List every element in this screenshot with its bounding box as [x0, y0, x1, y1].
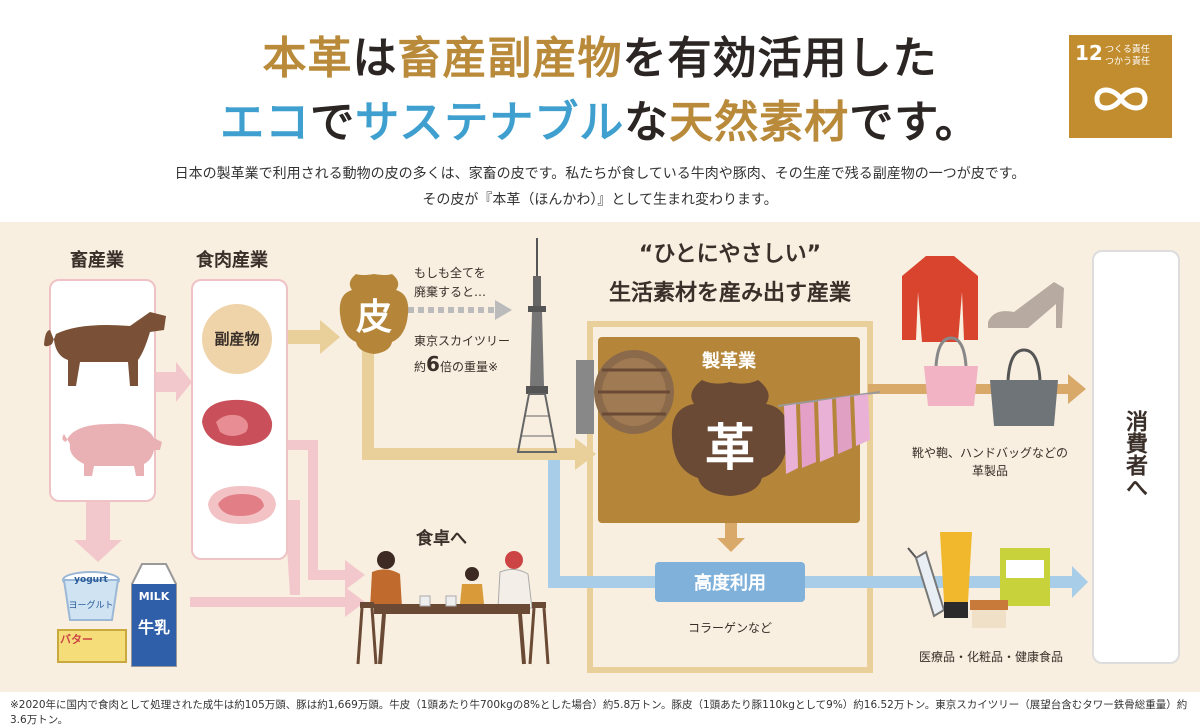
consumer-label: 消費者へ — [1122, 410, 1147, 498]
headline-seg: 畜産副産物 — [397, 33, 623, 84]
headline-seg: で — [310, 97, 356, 148]
pink-bag-icon — [924, 336, 978, 406]
cream-jar-icon — [970, 600, 1008, 628]
dining-family-icon — [356, 551, 550, 665]
byproduct-label: 副産物 — [214, 330, 260, 348]
intro-line-1: 日本の製革業で利用される動物の皮の多くは、家畜の皮です。私たちが食している牛肉や… — [174, 166, 1026, 182]
livestock-heading: 畜産業 — [70, 250, 124, 271]
beef-icon — [202, 399, 273, 446]
headline-seg: エコ — [220, 97, 311, 148]
sdg-number: 12 — [1075, 41, 1103, 65]
slogan-1: “ひとにやさしい” — [638, 242, 822, 267]
cow-icon — [44, 312, 166, 386]
leather-char: 革 — [705, 419, 755, 477]
headline-seg: 本革 — [262, 33, 353, 84]
advanced-use-label: 高度利用 — [694, 573, 766, 594]
yogurt-icon — [62, 571, 120, 621]
headline-line-1: 本革は畜産副産物を有効活用した — [0, 22, 1200, 86]
gray-bag-icon — [990, 348, 1058, 426]
tanning-drum-icon — [576, 350, 674, 434]
meat-heading: 食肉産業 — [196, 250, 268, 271]
supplement-box-icon — [1000, 548, 1050, 606]
sdg-label-2: つかう責任 — [1105, 57, 1151, 67]
leather-jacket-icon — [902, 256, 978, 342]
headline-seg: を有効活用した — [622, 33, 938, 84]
skytree-pre: 約 — [414, 360, 427, 374]
yogurt-label-1: yogurt — [74, 575, 108, 585]
milk-carton-icon — [131, 563, 177, 667]
tanning-label: 製革業 — [702, 351, 756, 372]
sdg-label-1: つくる責任 — [1105, 45, 1150, 55]
consumer-box — [1092, 250, 1180, 664]
slogan-2: 生活素材を産み出す産業 — [608, 281, 851, 306]
hide-label: 皮 — [355, 297, 392, 338]
butter-icon — [57, 629, 127, 663]
headline-seg: です。 — [849, 97, 980, 148]
headline-seg: は — [352, 33, 398, 84]
skytree-text-1: 東京スカイツリー — [414, 334, 511, 348]
headline-line-2: エコでサステナブルな天然素材です。 — [0, 86, 1200, 150]
pig-icon — [62, 423, 162, 476]
skytree-num: 6 — [426, 352, 440, 376]
footnote: ※2020年に国内で食肉として処理された成牛は約105万頭、豚は約1,669万頭… — [10, 699, 1188, 726]
skytree-icon — [516, 238, 558, 453]
infinity-icon — [1094, 87, 1148, 111]
headline-seg: な — [624, 97, 670, 148]
to-table-label: 食卓へ — [416, 529, 467, 549]
leather-hide-icon — [671, 380, 789, 496]
sdg-badge: 12 つくる責任 つかう責任 — [1069, 35, 1172, 138]
cosmetic-tube-icon — [940, 532, 972, 618]
leather-goods-text-2: 革製品 — [971, 464, 1008, 478]
skytree-text-2: 約6倍の重量※ — [414, 352, 498, 376]
byproduct-circle — [202, 304, 272, 374]
collagen-label: コラーゲンなど — [687, 621, 772, 635]
discard-text-1: もしも全てを — [414, 266, 486, 280]
milk-label-2: 牛乳 — [137, 618, 170, 637]
intro-line-2: その皮が『本革（ほんかわ）』として生まれ変わります。 — [422, 192, 778, 208]
hanging-hides-icon — [777, 391, 881, 474]
milk-label-1: MILK — [138, 590, 170, 603]
leather-goods-text-1: 靴や鞄、ハンドバッグなどの — [911, 446, 1068, 460]
advanced-use-box — [655, 562, 805, 602]
headline-seg: 天然素材 — [669, 97, 850, 148]
skytree-post: 倍の重量※ — [439, 360, 498, 374]
pork-icon — [208, 486, 276, 524]
yogurt-label-2: ヨーグルト — [68, 601, 114, 611]
medical-text: 医療品・化粧品・健康食品 — [918, 650, 1063, 664]
hide-badge-icon — [339, 274, 409, 354]
discard-text-2: 廃棄すると… — [414, 285, 487, 299]
butter-label: バター — [60, 633, 93, 646]
headline-seg: サステナブル — [355, 97, 625, 148]
heels-icon — [988, 282, 1064, 328]
